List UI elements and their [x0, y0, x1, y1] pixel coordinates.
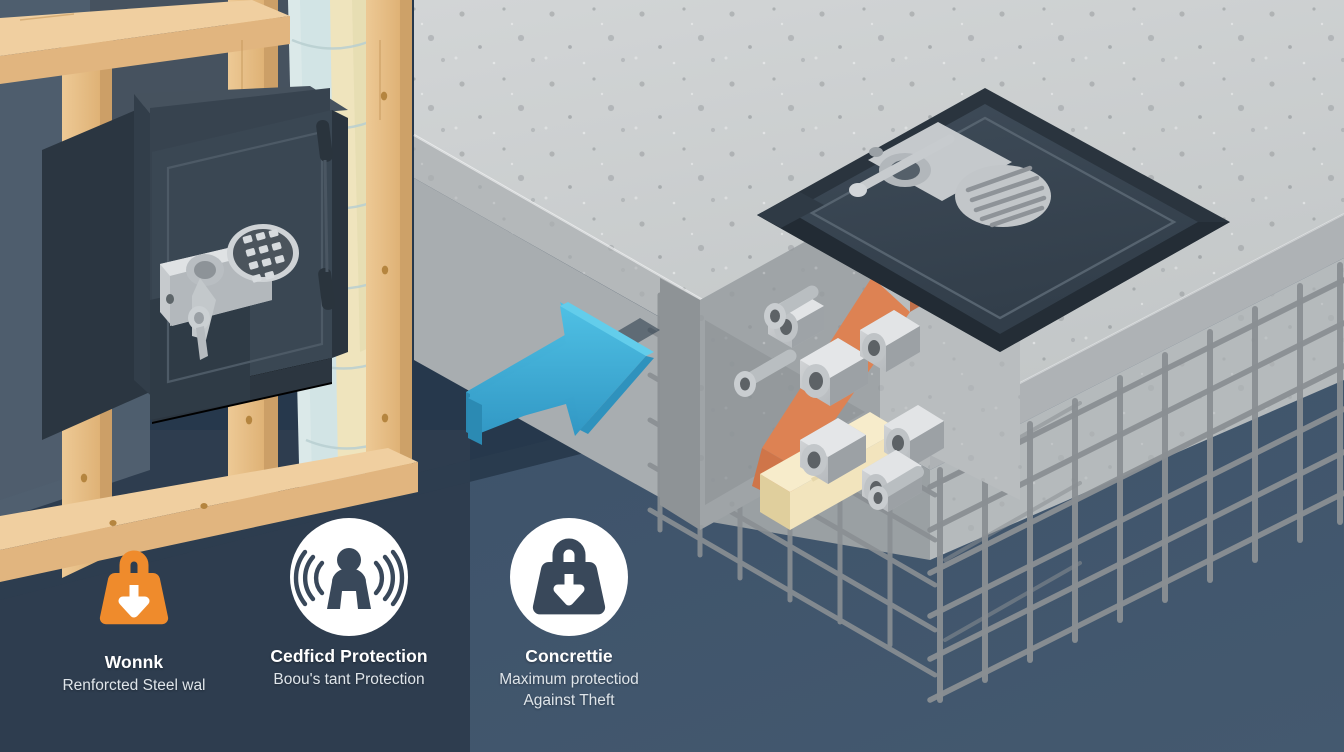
- floor-safe-dial: [849, 122, 1051, 228]
- feature-item-steel[interactable]: Wonnk Renforcted Steel wal: [0, 524, 284, 697]
- feature-row: Wonnk Renforcted Steel wal: [0, 518, 1344, 752]
- rebar-cage: [647, 262, 1344, 703]
- safe-keypad: [227, 224, 299, 283]
- feature-title: Wonnk: [104, 652, 164, 672]
- feature-subtitle: Boou's tant Protection: [273, 671, 425, 689]
- feature-title: Cedficd Protection: [270, 646, 428, 666]
- anchor-bolts: [734, 285, 944, 512]
- feature-item-protection[interactable]: Cedficd Protection Boou's tant Protectio…: [199, 518, 499, 691]
- safe-handle: [186, 254, 224, 360]
- feature-subtitle: Renforcted Steel wal: [62, 677, 206, 695]
- lock-weight-down-icon: [419, 518, 719, 636]
- wall-assembly: [0, 0, 418, 582]
- wall-safe: [42, 86, 348, 440]
- transition-arrow: [466, 302, 660, 445]
- feature-title: Concrettie: [525, 646, 613, 666]
- floor-safe: [757, 88, 1230, 352]
- motion-sensor-person-icon: [199, 518, 499, 636]
- lock-weight-down-icon: [0, 524, 284, 642]
- safe-hinges: [316, 119, 335, 310]
